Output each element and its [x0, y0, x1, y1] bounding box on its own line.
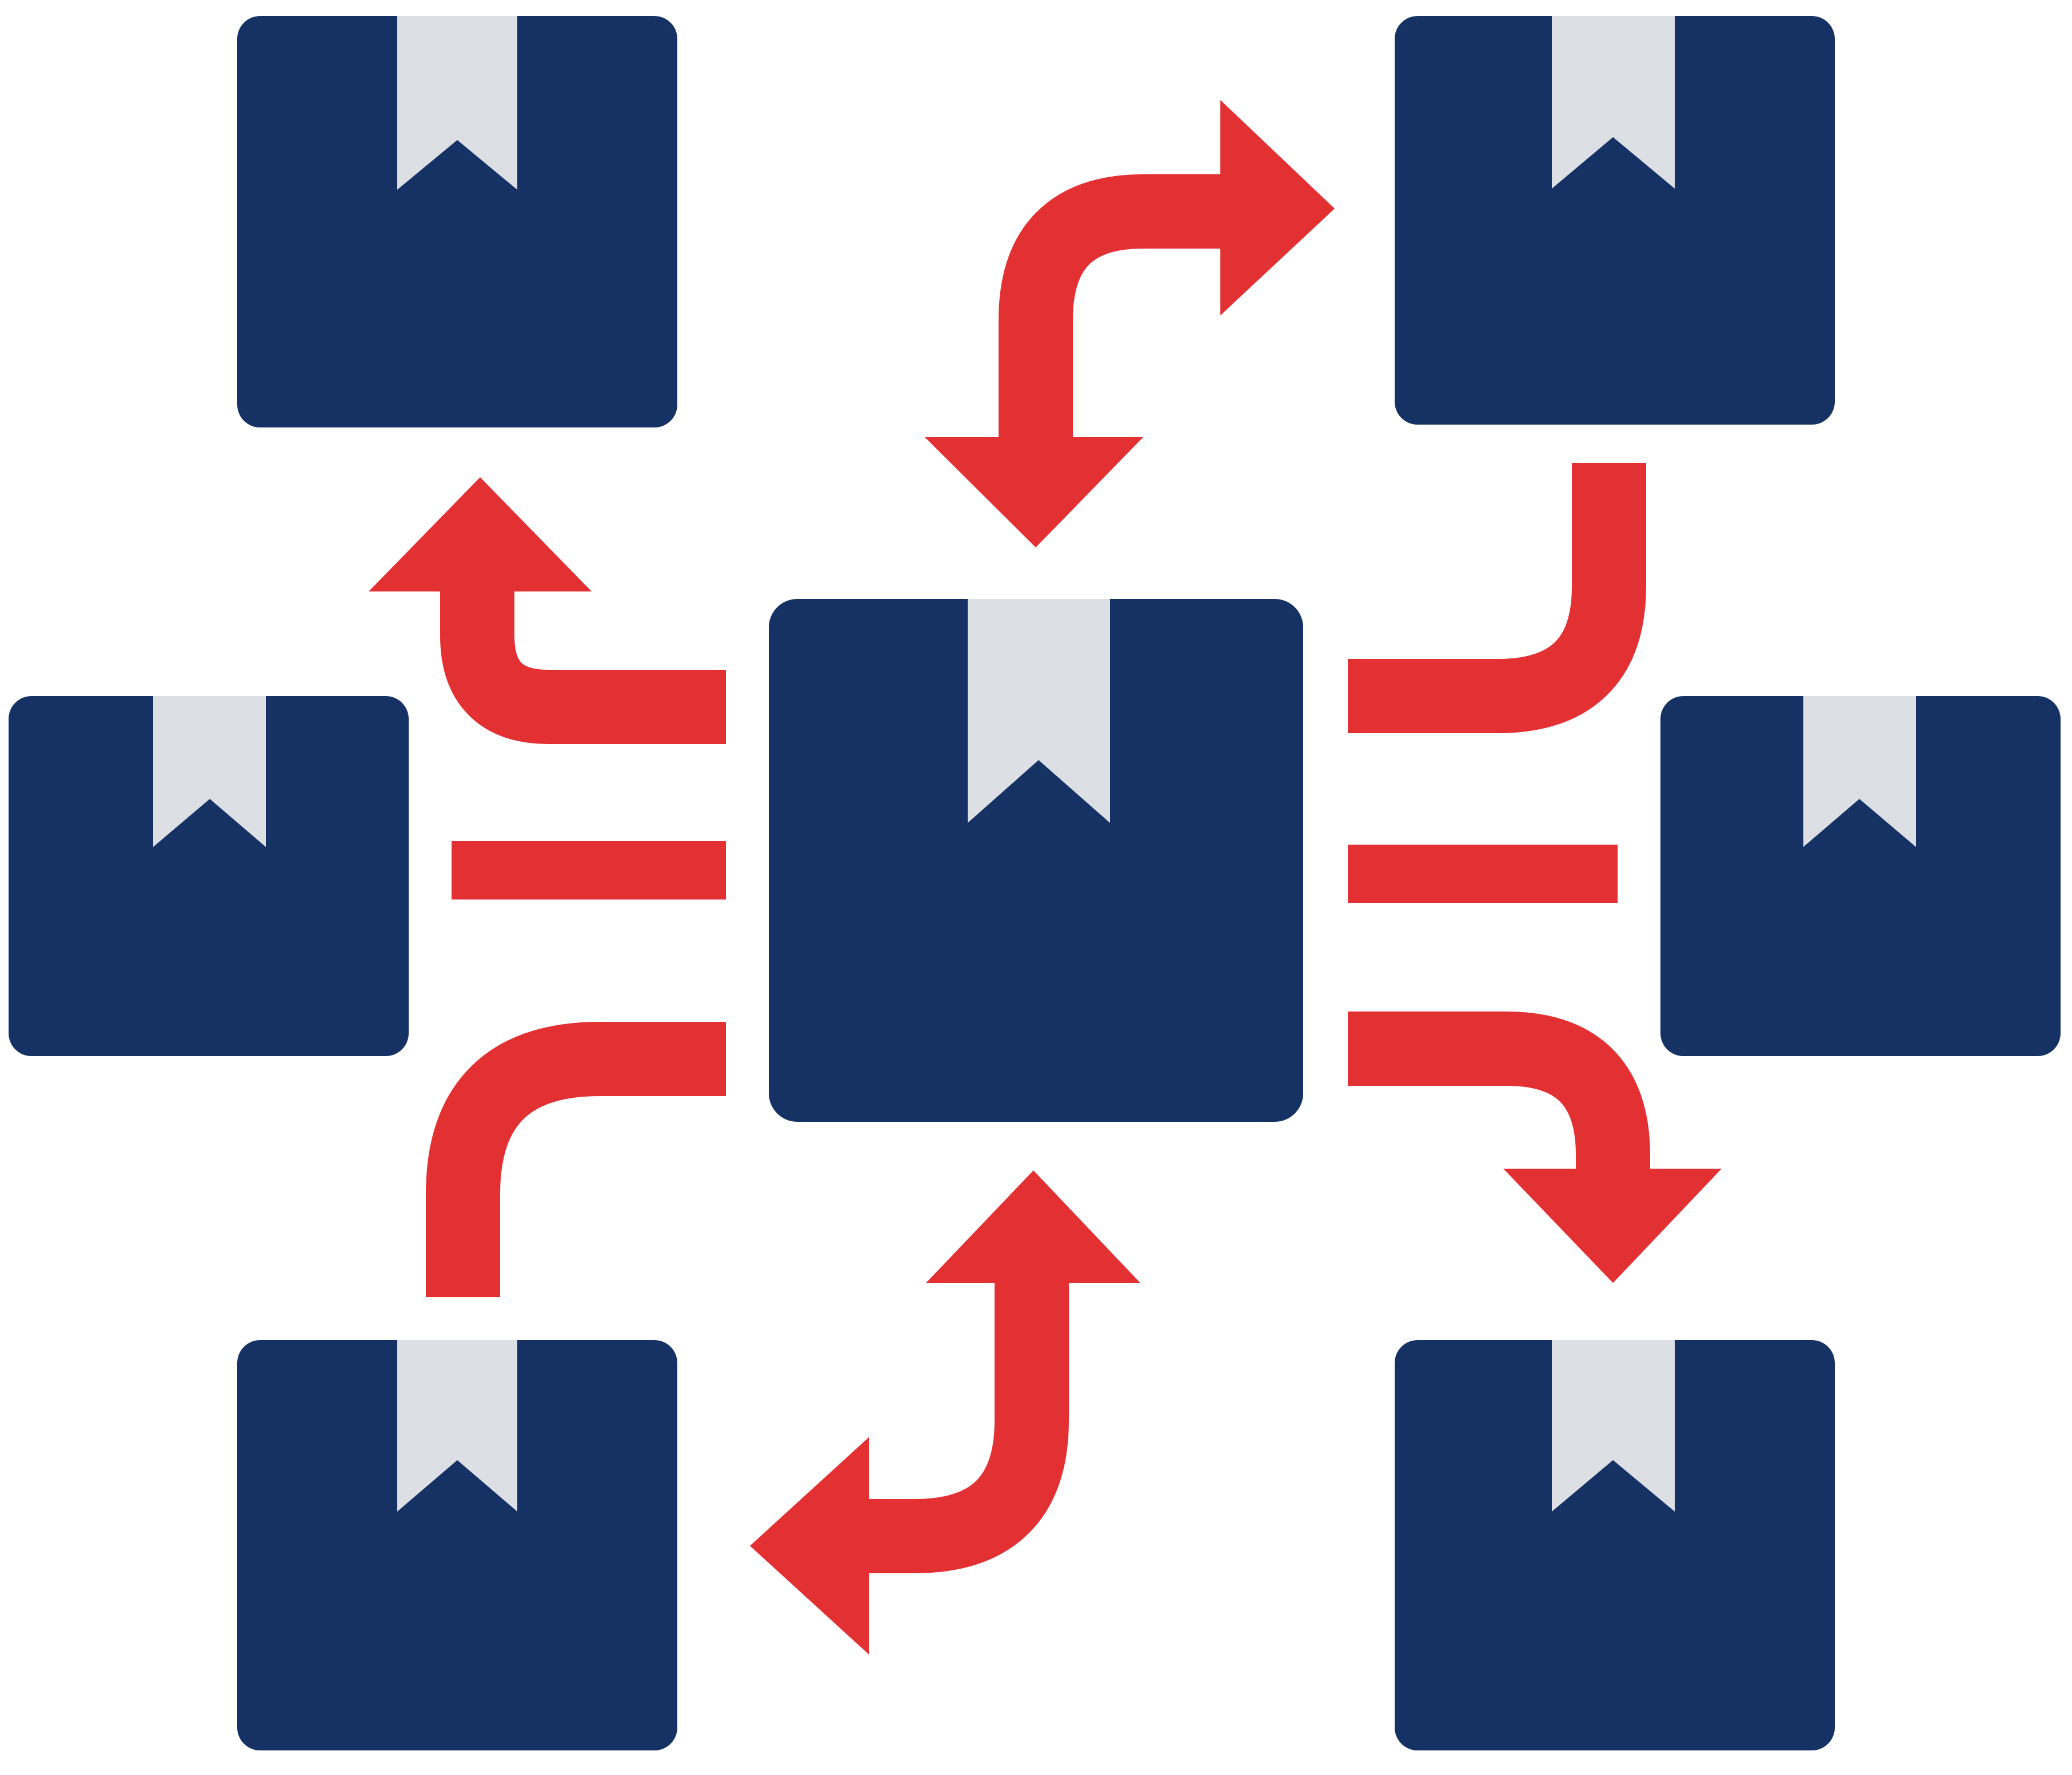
arrow-shaft	[857, 1277, 1069, 1573]
box-body	[237, 16, 677, 427]
box-body	[769, 599, 1303, 1122]
package-bottom-right	[1395, 1340, 1835, 1750]
box-tape	[968, 599, 1110, 823]
box-body	[1660, 696, 2061, 1056]
arrow-shaft	[1348, 1012, 1650, 1177]
arrow-head	[369, 477, 592, 591]
box-body	[1395, 1340, 1835, 1750]
arrow-head	[1503, 1169, 1722, 1283]
package-mid-left	[9, 696, 409, 1056]
box-tape	[1552, 1340, 1675, 1512]
box-tape	[397, 1340, 517, 1512]
box-body	[237, 1340, 677, 1750]
package-mid-right	[1660, 696, 2061, 1056]
arrow-hub-to-bottom-right	[1348, 1012, 1722, 1283]
arrow-head-up	[926, 1170, 1140, 1283]
arrow-head-up-right	[1220, 100, 1335, 315]
box-tape	[1803, 696, 1916, 847]
package-bottom-left	[237, 1340, 677, 1750]
arrow-two-way-hub-bottom-left	[750, 1170, 1140, 1654]
arrow-hub-to-top-left	[369, 477, 726, 744]
connector-line-right	[1348, 845, 1618, 903]
box-tape	[153, 696, 266, 847]
arrow-two-way-hub-top-right	[925, 100, 1335, 547]
curve-hub-to-bottom-left	[426, 1022, 726, 1297]
box-tape	[1552, 16, 1675, 189]
arrow-head-down-left	[750, 1437, 869, 1654]
package-top-left	[237, 16, 677, 427]
arrow-shaft	[999, 174, 1229, 446]
curve-top-right-to-hub	[1348, 463, 1646, 733]
box-tape	[397, 16, 517, 190]
box-body	[9, 696, 409, 1056]
connector-line-left	[452, 841, 726, 900]
package-center-hub	[769, 599, 1303, 1122]
package-top-right	[1395, 16, 1835, 425]
box-body	[1395, 16, 1835, 425]
arrow-head-down	[925, 437, 1143, 547]
arrow-shaft	[440, 574, 726, 744]
